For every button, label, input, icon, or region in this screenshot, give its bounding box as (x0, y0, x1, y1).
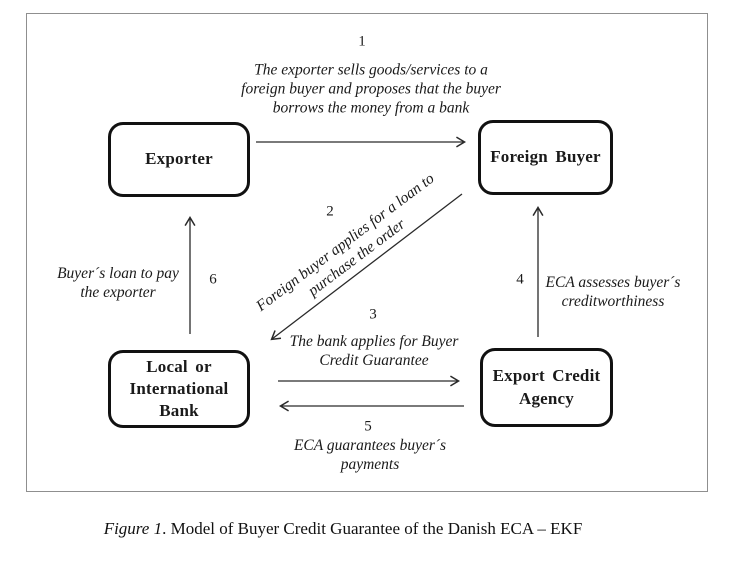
node-bank-label-line2: International (129, 378, 229, 398)
node-bank: Local or International Bank (108, 350, 250, 428)
step-4-number: 4 (516, 271, 524, 288)
node-exporter: Exporter (108, 122, 250, 197)
step-3-number: 3 (369, 306, 377, 323)
node-bank-label-line3: Bank (159, 401, 199, 421)
step-6-line1: Buyer´s loan to pay (57, 265, 179, 282)
step-6-annotation: Buyer´s loan to pay the exporter (57, 264, 179, 302)
step-1-number: 1 (358, 33, 366, 50)
node-eca: Export Credit Agency (480, 348, 613, 427)
step-6-line2: the exporter (80, 284, 156, 301)
step-1-annotation: The exporter sells goods/services to a f… (241, 61, 501, 118)
step-5-line2: payments (340, 456, 400, 473)
step-4-annotation: ECA assesses buyer´s creditworthiness (546, 273, 681, 311)
figure-caption: Figure 1. Model of Buyer Credit Guarante… (104, 519, 583, 539)
node-eca-label-line2: Agency (518, 388, 575, 408)
step-5-line1: ECA guarantees buyer´s (293, 437, 447, 454)
step-3-annotation: The bank applies for Buyer Credit Guaran… (290, 332, 459, 370)
node-exporter-label: Exporter (145, 149, 213, 169)
step-2-number: 2 (326, 203, 334, 220)
step-6-number: 6 (209, 271, 217, 288)
step-3-line1: The bank applies for Buyer (289, 333, 459, 350)
step-1-line1: The exporter sells goods/services to a (254, 61, 488, 79)
node-bank-label-line1: Local or (146, 356, 212, 376)
node-foreign-buyer: Foreign Buyer (478, 120, 613, 195)
step-4-line1: ECA assesses buyer´s (545, 274, 681, 291)
step-5-number: 5 (364, 418, 372, 435)
node-eca-label-line1: Export Credit (492, 366, 601, 386)
figure-caption-label: Figure 1 (103, 519, 163, 538)
node-foreign-buyer-label: Foreign Buyer (490, 147, 601, 167)
step-1-line2: foreign buyer and proposes that the buye… (241, 80, 501, 98)
step-3-line2: Credit Guarantee (319, 352, 429, 369)
step-5-annotation: ECA guarantees buyer´s payments (294, 436, 446, 474)
figure-caption-text: . Model of Buyer Credit Guarantee of the… (162, 519, 583, 538)
step-4-line2: creditworthiness (561, 293, 665, 310)
step-1-line3: borrows the money from a bank (272, 99, 470, 117)
